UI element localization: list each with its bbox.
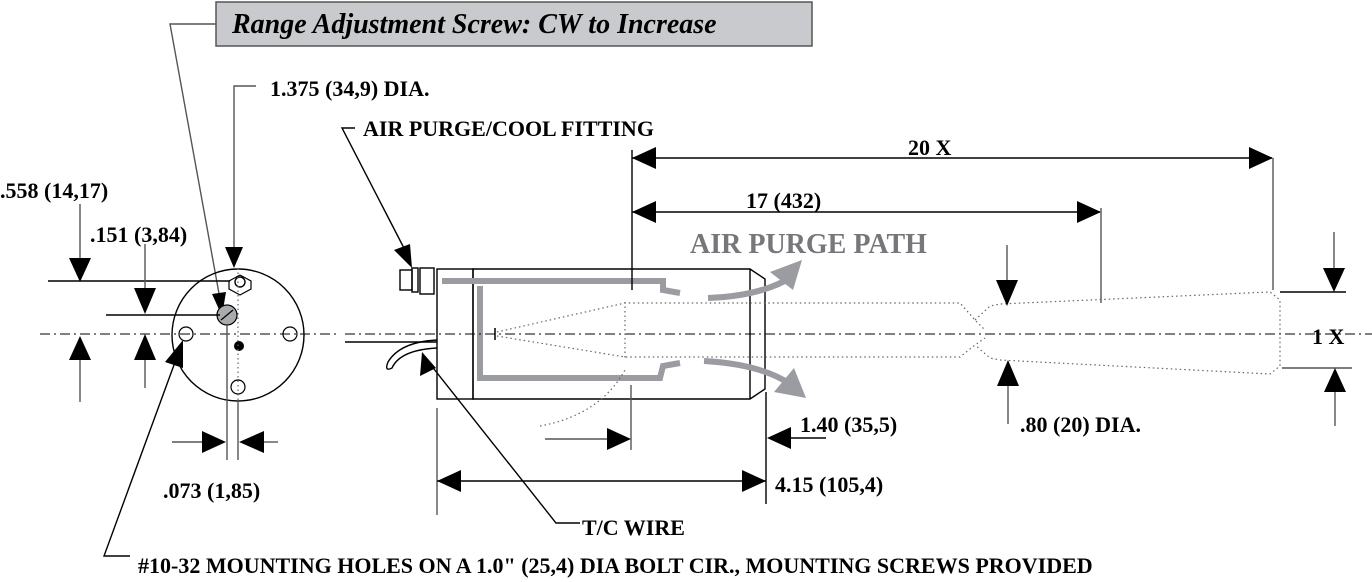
lens-arc [539, 369, 626, 427]
dim-073-arrow-left [239, 431, 264, 453]
fitting-hex-icon [228, 274, 252, 296]
dim-151-arrow-up [134, 334, 156, 360]
dim-073-label: .073 (1,85) [163, 478, 260, 503]
mounting-leader [102, 353, 179, 557]
air-fitting-arrow [394, 244, 412, 268]
air-fitting-leader [340, 127, 407, 253]
fov-upper [496, 302, 986, 333]
air-purge-path-label: AIR PURGE PATH [690, 229, 927, 260]
fov-lower [496, 335, 986, 358]
twenty-x-label: 20 X [908, 135, 952, 160]
spot-dia-arrow-down [996, 280, 1018, 306]
dim-558-label: .558 (14,17) [0, 178, 108, 203]
purge-arrow-top-head [770, 260, 802, 290]
dim-558-arrow-down [69, 258, 91, 282]
dim-415-arrow-right [742, 470, 766, 492]
dim-558-arrow-up [69, 336, 91, 360]
purge-path-top [442, 278, 681, 296]
purge-path-bottom [477, 286, 681, 381]
screw-slot [220, 309, 234, 321]
seventeen-label: 17 (432) [746, 188, 821, 213]
air-fitting-icon [399, 269, 413, 291]
mounting-arrow [165, 340, 183, 368]
title-text: Range Adjustment Screw: CW to Increase [231, 9, 717, 40]
dim-140-arrow-right [607, 428, 631, 450]
body-dia-leader [233, 85, 256, 250]
air-fitting-nut [411, 267, 419, 293]
body-dia-label: 1.375 (34,9) DIA. [270, 76, 430, 101]
tc-wire-icon [385, 339, 438, 370]
sensor-center-dot [234, 341, 244, 351]
air-fitting-label: AIR PURGE/COOL FITTING [363, 116, 654, 141]
fitting-hex-hole [234, 276, 246, 288]
dim-073-arrow-right [202, 431, 226, 453]
one-x-arrow-down [1323, 268, 1345, 292]
dim-140-label: 1.40 (35,5) [800, 412, 897, 437]
dim-415-label: 4.15 (105,4) [775, 472, 883, 497]
spot-dia-arrow-up [997, 360, 1019, 386]
range-screw-leader [169, 23, 223, 311]
dim-140-arrow-left [767, 427, 791, 449]
dim-20x-arrow-left [632, 147, 656, 169]
tc-wire-arrow [420, 352, 436, 376]
one-x-label: 1 X [1312, 324, 1345, 349]
purge-arrow-bottom-curve [703, 358, 792, 387]
dim-151-arrow-down [134, 288, 156, 314]
title-box [215, 1, 813, 47]
air-fitting-hex [419, 267, 435, 295]
dim-20x-arrow-right [1249, 147, 1273, 169]
tc-wire-label: T/C WIRE [582, 515, 685, 540]
purge-arrow-bottom-head [774, 368, 806, 398]
dim-151-label: .151 (3,84) [90, 222, 187, 247]
mounting-label: #10-32 MOUNTING HOLES ON A 1.0" (25,4) D… [138, 553, 1093, 578]
dim-17-arrow-left [632, 201, 656, 223]
body-dia-arrow [225, 247, 243, 268]
fov-far-cone [974, 291, 1281, 375]
mount-hole-bottom [230, 379, 246, 395]
dim-17-arrow-right [1077, 201, 1101, 223]
purge-arrow-top-curve [707, 275, 792, 301]
spot-dia-label: .80 (20) DIA. [1020, 412, 1141, 437]
dim-415-arrow-left [437, 470, 461, 492]
tc-wire-leader [429, 363, 580, 524]
one-x-arrow-up [1324, 368, 1346, 392]
